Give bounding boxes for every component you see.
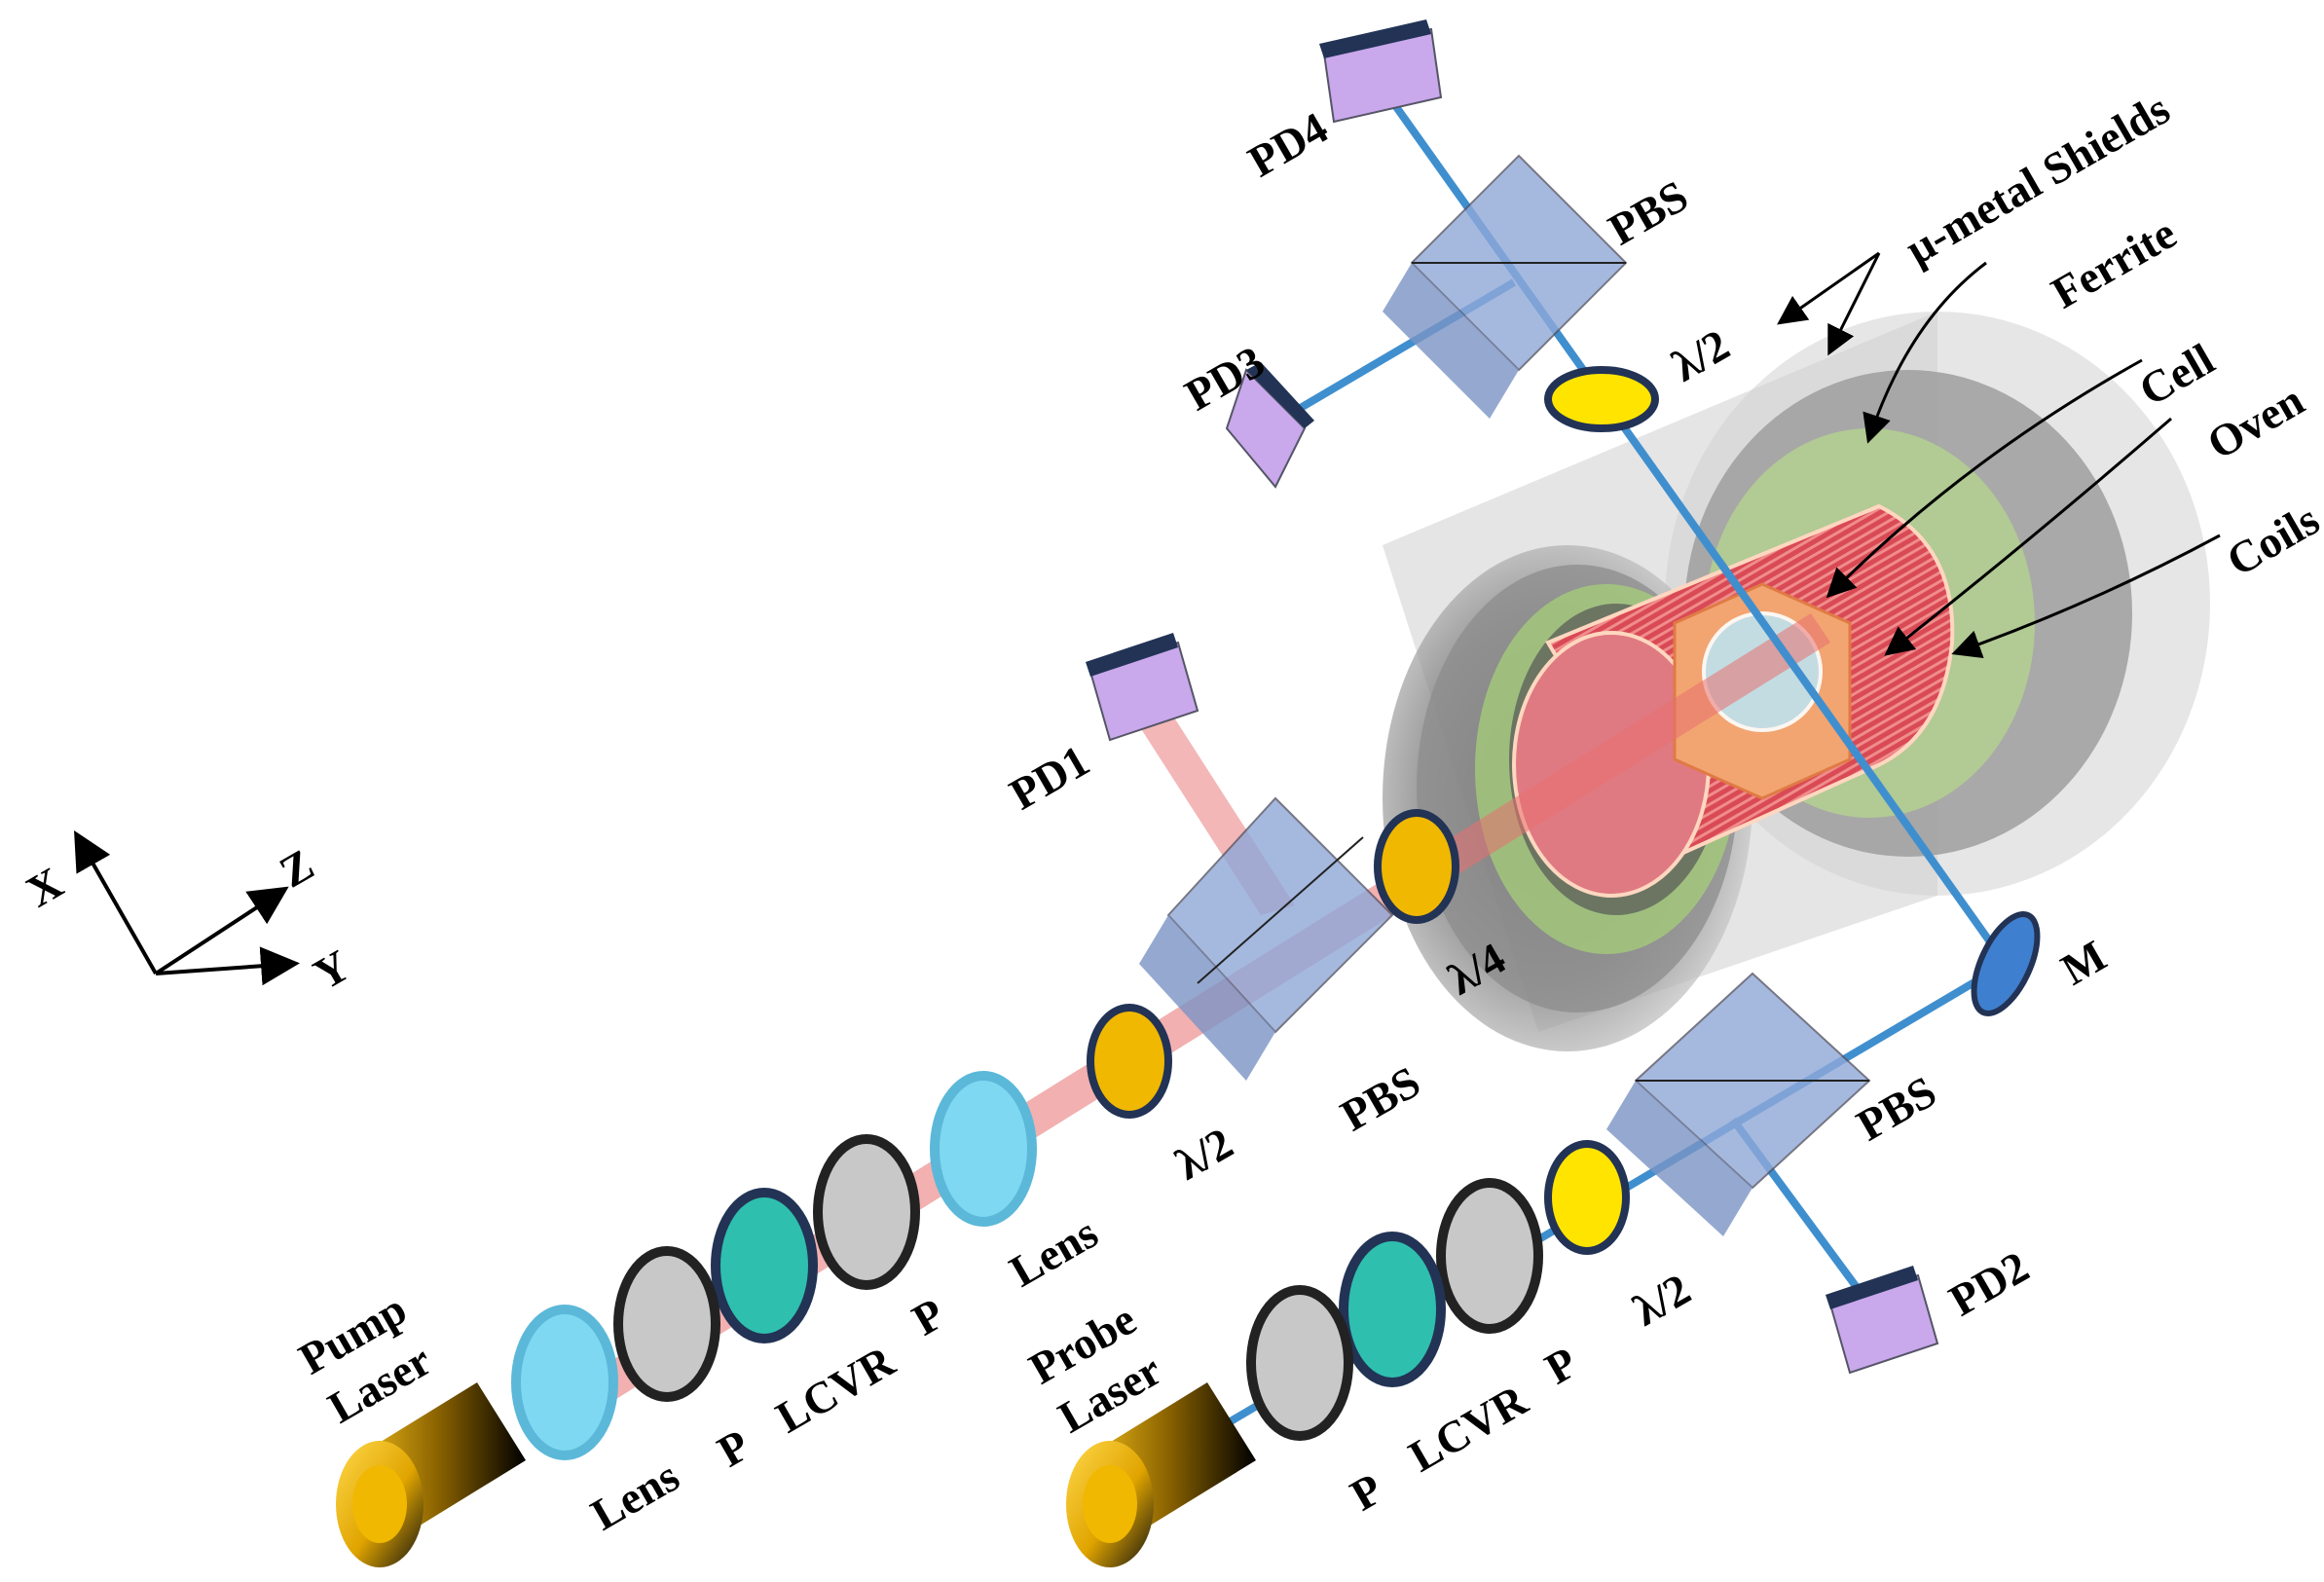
half-wave-plate-top xyxy=(1544,366,1659,432)
pump-laser xyxy=(336,1382,526,1567)
quarter-wave-plate xyxy=(1374,809,1459,924)
pbs-top xyxy=(1383,154,1628,419)
half-wave-plate-probe xyxy=(1544,1140,1630,1255)
photodiode-pd4 xyxy=(1319,19,1443,124)
pump-lcvr xyxy=(711,1188,818,1343)
probe-lcvr xyxy=(1339,1232,1446,1387)
mirror xyxy=(1971,911,2041,1016)
photodiode-pd1 xyxy=(1086,633,1199,742)
pbs-right xyxy=(1606,972,1871,1236)
photodiode-pd3 xyxy=(1225,362,1314,489)
pbs-middle xyxy=(1139,796,1394,1081)
photodiode-pd2 xyxy=(1826,1266,1939,1375)
pump-lens-1 xyxy=(511,1305,618,1460)
probe-polarizer-1 xyxy=(1246,1285,1353,1441)
leader-arrows xyxy=(1777,251,2221,659)
probe-laser xyxy=(1066,1382,1256,1567)
axis-diagram xyxy=(74,830,300,986)
half-wave-plate-pump xyxy=(1087,1004,1172,1119)
pump-lens-2 xyxy=(930,1071,1037,1227)
pump-polarizer-1 xyxy=(613,1246,720,1402)
pump-polarizer-2 xyxy=(813,1134,920,1290)
probe-polarizer-2 xyxy=(1436,1178,1543,1334)
